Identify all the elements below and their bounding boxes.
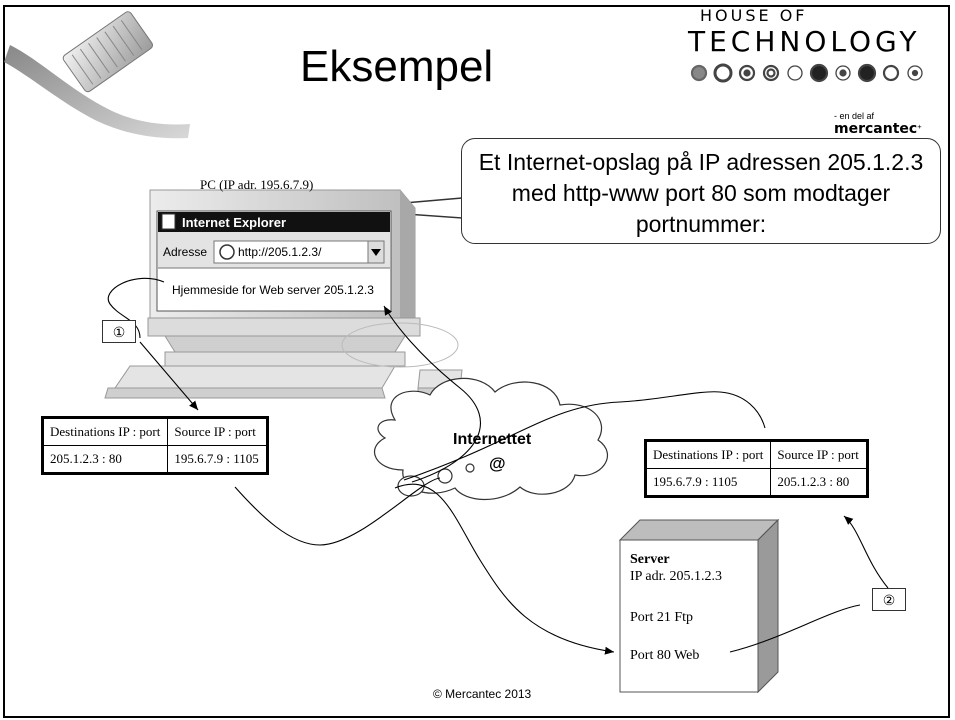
request-table: Destinations IP : port Source IP : port … bbox=[41, 416, 269, 475]
server-port-21: Port 21 Ftp bbox=[630, 610, 694, 625]
network-cable-image bbox=[4, 11, 190, 139]
response-table: Destinations IP : port Source IP : port … bbox=[644, 439, 869, 498]
server-box bbox=[618, 518, 780, 694]
table-row: 195.6.7.9 : 1105 205.1.2.3 : 80 bbox=[645, 468, 867, 496]
connection-lines bbox=[107, 277, 889, 655]
table-header-cell: Destinations IP : port bbox=[645, 441, 772, 469]
cloud-label: Internettet bbox=[453, 431, 532, 448]
callout-text: Et Internet-opslag på IP adressen 205.1.… bbox=[478, 149, 924, 237]
browser-title: Internet Explorer bbox=[182, 215, 287, 230]
logo-line-house-of: HOUSE OF bbox=[700, 6, 808, 25]
table-header-cell: Destinations IP : port bbox=[42, 418, 169, 446]
logo-tagline-prefix: - en del af bbox=[834, 111, 875, 121]
slide-footer: © Mercantec 2013 bbox=[433, 687, 532, 701]
pc-label: PC (IP adr. 195.6.7.9) bbox=[200, 177, 314, 192]
table-row: 205.1.2.3 : 80 195.6.7.9 : 1105 bbox=[42, 445, 267, 473]
cloud-at-symbol: @ bbox=[489, 454, 506, 473]
table-header-cell: Source IP : port bbox=[770, 441, 867, 469]
server-ip: IP adr. 205.1.2.3 bbox=[630, 569, 723, 584]
logo-tagline-sup: + bbox=[917, 122, 922, 131]
table-cell: 195.6.7.9 : 1105 bbox=[645, 468, 772, 496]
slide-frame bbox=[3, 5, 950, 718]
table-header-row: Destinations IP : port Source IP : port bbox=[42, 418, 267, 446]
callout-box: Et Internet-opslag på IP adressen 205.1.… bbox=[461, 138, 941, 244]
browser-address-label: Adresse bbox=[163, 245, 208, 259]
table-header-row: Destinations IP : port Source IP : port bbox=[645, 441, 867, 469]
logo-line-technology: TECHNOLOGY bbox=[688, 25, 921, 58]
step-1-marker: ① bbox=[102, 320, 136, 343]
server-title: Server bbox=[630, 552, 670, 567]
table-cell: 205.1.2.3 : 80 bbox=[42, 445, 169, 473]
table-header-cell: Source IP : port bbox=[167, 418, 267, 446]
logo-tagline: - en del af mercantec+ bbox=[834, 111, 955, 137]
browser-address-field: http://205.1.2.3/ bbox=[238, 245, 322, 259]
server-port-80: Port 80 Web bbox=[630, 648, 700, 663]
table-cell: 205.1.2.3 : 80 bbox=[770, 468, 867, 496]
logo-tagline-brand: mercantec bbox=[834, 121, 918, 137]
browser-page-text: Hjemmeside for Web server 205.1.2.3 bbox=[172, 283, 374, 297]
browser-window bbox=[156, 210, 392, 312]
slide-title: Eksempel bbox=[300, 42, 494, 91]
step-2-marker: ② bbox=[872, 588, 906, 611]
logo-dots bbox=[687, 60, 942, 91]
table-cell: 195.6.7.9 : 1105 bbox=[167, 445, 267, 473]
